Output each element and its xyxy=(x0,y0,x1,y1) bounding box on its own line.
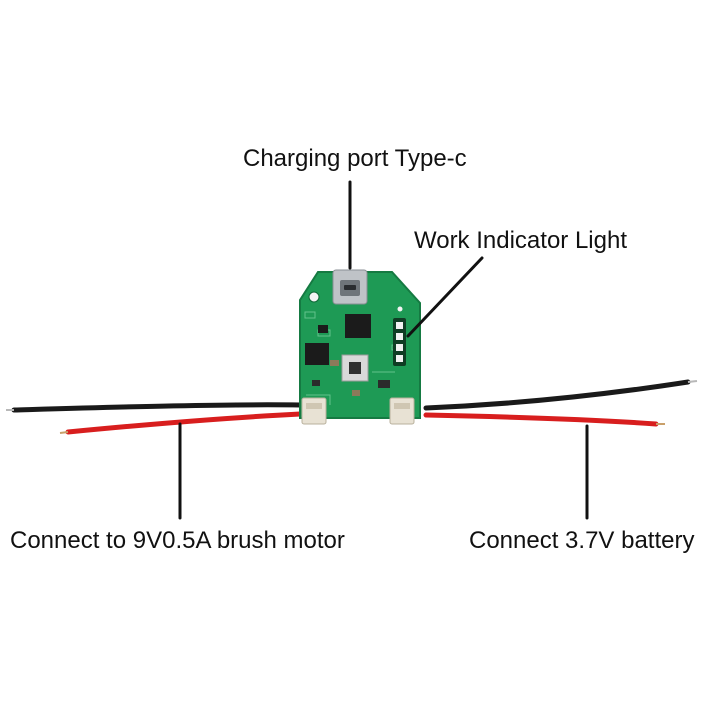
chip-controller xyxy=(345,314,371,338)
label-motor-connection: Connect to 9V0.5A brush motor xyxy=(10,527,345,554)
motor-black-wire xyxy=(11,402,303,413)
led-indicator xyxy=(393,318,406,366)
pcb-board xyxy=(299,269,421,425)
jst-connector-right xyxy=(389,397,415,425)
battery-black-wire-tip xyxy=(687,380,698,383)
battery-black-wire xyxy=(423,379,691,411)
capacitor-1 xyxy=(330,360,339,366)
usb-type-c-port xyxy=(332,269,368,305)
leader-indicator-light xyxy=(406,256,484,338)
label-charging-port: Charging port Type-c xyxy=(243,145,467,172)
motor-red-wire-tip xyxy=(59,431,69,434)
label-battery-connection: Connect 3.7V battery xyxy=(469,527,695,554)
jst-connector-left xyxy=(301,397,327,425)
capacitor-2 xyxy=(352,390,360,396)
label-indicator-light: Work Indicator Light xyxy=(414,227,627,254)
capacitor-3 xyxy=(378,380,390,388)
battery-red-wire xyxy=(423,412,659,427)
mounting-hole-left xyxy=(308,291,320,303)
leader-lines xyxy=(178,180,589,520)
chip-mosfet xyxy=(318,325,328,333)
motor-red-wire xyxy=(65,411,303,435)
battery-wires xyxy=(423,379,698,427)
mounting-hole-right xyxy=(397,306,403,312)
motor-wires xyxy=(6,402,303,435)
push-button xyxy=(341,354,369,382)
capacitor-4 xyxy=(312,380,320,386)
chip-driver xyxy=(305,343,329,365)
